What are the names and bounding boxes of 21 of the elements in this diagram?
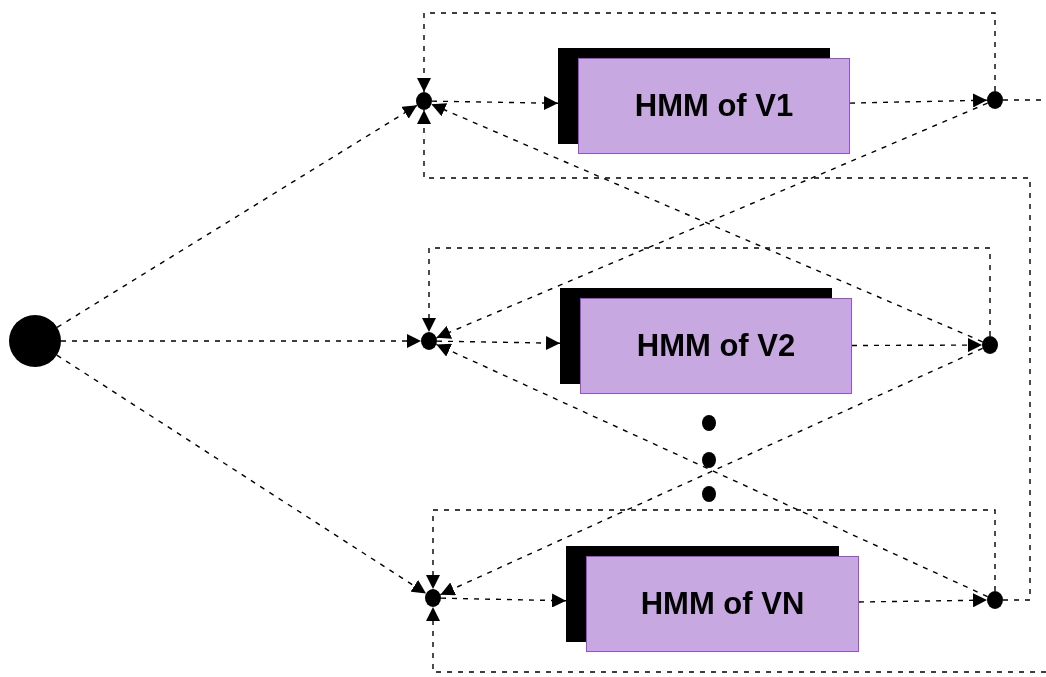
arrow <box>858 593 988 608</box>
arrow <box>56 354 427 595</box>
arrow <box>417 109 1031 601</box>
arrow <box>60 334 422 348</box>
state-dot <box>982 336 998 354</box>
arrow <box>431 96 559 111</box>
state-dot <box>9 315 61 367</box>
arrow <box>440 593 567 608</box>
arrow <box>436 336 561 351</box>
arrow <box>56 104 418 329</box>
state-dot <box>425 589 441 607</box>
state-dot <box>421 332 437 350</box>
arrow <box>417 12 996 93</box>
arrow <box>851 338 983 353</box>
arrow <box>422 247 991 337</box>
state-dot <box>987 591 1003 609</box>
arrow <box>426 606 1046 673</box>
state-dot <box>987 91 1003 109</box>
state-dot <box>416 92 432 110</box>
arrow <box>426 509 996 592</box>
arrow <box>849 93 988 108</box>
